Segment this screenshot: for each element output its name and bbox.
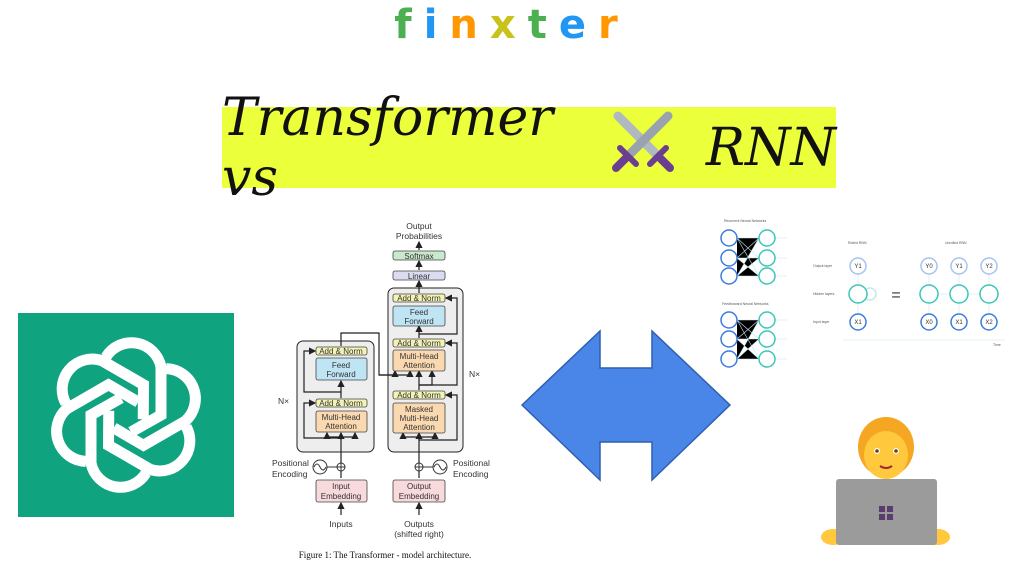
embedding-label: Embedding — [321, 492, 361, 501]
attention-label: Masked — [405, 405, 433, 414]
linear-label: Linear — [408, 272, 431, 281]
positional-encoding-label: Encoding — [272, 469, 308, 479]
add-norm-label: Add & Norm — [319, 399, 363, 408]
input-embedding-block — [315, 479, 368, 503]
node-label: Y0 — [925, 264, 933, 270]
openai-logo-icon — [18, 337, 234, 517]
outputs-label: Outputs — [404, 519, 434, 529]
add-norm-label: Add & Norm — [397, 391, 441, 400]
outputs-label: (shifted right) — [394, 529, 444, 539]
title-left: Transformer vs — [222, 87, 554, 208]
crossed-swords-icon — [608, 106, 678, 190]
ffn-title: Feedforward Neural Networks — [722, 302, 769, 306]
figure-caption: Figure 1: The Transformer - model archit… — [299, 550, 472, 560]
node-label: Y1 — [955, 264, 963, 270]
unrolled-title: Unrolled RNN — [945, 241, 967, 245]
add-norm-label: Add & Norm — [397, 339, 441, 348]
equals-sign: = — [891, 287, 900, 304]
output-probabilities-label: Probabilities — [396, 231, 442, 241]
attention-label: Attention — [325, 422, 357, 431]
logo-letter: f — [394, 2, 424, 48]
attention-label: Multi-Head — [400, 414, 439, 423]
nx-label: N× — [278, 396, 289, 406]
add-norm-block — [392, 390, 446, 400]
rnn-title: Recurrent Neural Networks — [724, 219, 766, 223]
output-probabilities-label: Output — [406, 221, 432, 231]
logo-letter: n — [449, 2, 490, 48]
multi-head-attention-block — [392, 349, 446, 372]
logo-letter: t — [527, 2, 559, 48]
double-arrow-icon — [520, 329, 732, 482]
node-label: X1 — [955, 320, 963, 326]
node-label: Y2 — [985, 264, 993, 270]
layer-label: Output layer — [813, 264, 833, 268]
feed-forward-block — [315, 357, 368, 381]
chatgpt-logo — [18, 313, 234, 517]
finxter-logo: finxter — [0, 2, 1024, 48]
logo-letter: i — [423, 2, 450, 48]
feed-forward-label: Feed — [332, 361, 350, 370]
output-embedding-block — [392, 479, 446, 503]
title-banner — [222, 107, 836, 188]
masked-attention-block — [392, 402, 446, 434]
title-right: RNN — [705, 117, 836, 178]
rolled-title: Rolled RNN — [848, 241, 867, 245]
positional-encoding-label: Encoding — [453, 469, 489, 479]
attention-label: Attention — [403, 423, 435, 432]
feed-forward-label: Forward — [326, 370, 355, 379]
add-norm-label: Add & Norm — [397, 294, 441, 303]
positional-encoding-label: Positional — [272, 458, 309, 468]
multi-head-attention-block — [315, 410, 368, 433]
feed-forward-label: Forward — [404, 317, 433, 326]
attention-label: Multi-Head — [322, 413, 361, 422]
softmax-label: Softmax — [404, 252, 433, 261]
layer-label: Input layer — [813, 320, 830, 324]
node-label: Y1 — [854, 264, 862, 270]
add-norm-label: Add & Norm — [319, 347, 363, 356]
logo-letter: e — [558, 2, 598, 48]
layer-label: Hidden layers — [813, 292, 835, 296]
technologist-emoji-icon — [821, 417, 950, 545]
positional-encoding-label: Positional — [453, 458, 490, 468]
feed-forward-block — [392, 305, 446, 327]
add-norm-block — [392, 338, 446, 348]
linear-block — [392, 270, 446, 281]
node-label: X0 — [925, 320, 933, 326]
title: Transformer vs RNN — [222, 88, 836, 208]
embedding-label: Output — [407, 482, 432, 491]
attention-label: Multi-Head — [400, 352, 439, 361]
node-label: X2 — [985, 320, 993, 326]
attention-label: Attention — [403, 361, 435, 370]
time-label: Time — [993, 343, 1001, 347]
softmax-block — [392, 250, 446, 261]
add-norm-block — [315, 398, 368, 408]
embedding-label: Embedding — [399, 492, 439, 501]
inputs-label: Inputs — [329, 519, 352, 529]
embedding-label: Input — [332, 482, 351, 491]
nx-label: N× — [469, 369, 480, 379]
logo-letter: r — [597, 2, 630, 48]
node-label: X1 — [854, 320, 862, 326]
add-norm-block — [392, 293, 446, 303]
logo-letter: x — [489, 2, 528, 48]
feed-forward-label: Feed — [410, 308, 428, 317]
add-norm-block — [315, 346, 368, 356]
